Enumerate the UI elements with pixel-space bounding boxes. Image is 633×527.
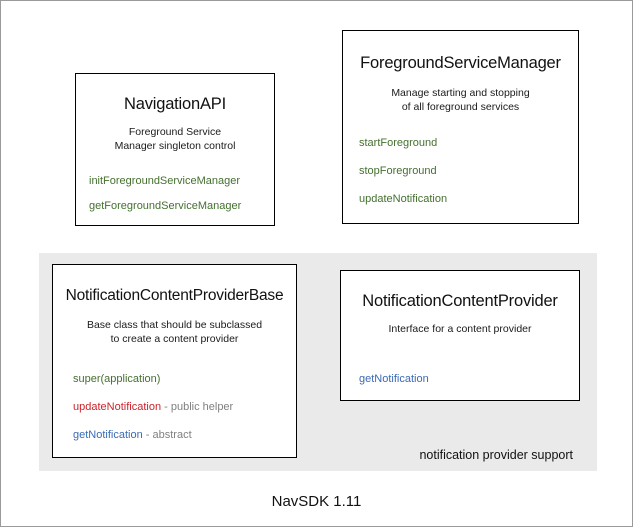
- method-name: updateNotification: [73, 401, 162, 413]
- class-box-navigation-api[interactable]: NavigationAPI Foreground Service Manager…: [75, 73, 275, 226]
- navigation-api-description-line-1: Foreground Service: [128, 126, 222, 138]
- foreground-service-manager-description-line-1: Manage starting and stopping: [391, 87, 530, 99]
- notification-content-provider-description: Interface for a content provider: [341, 323, 579, 337]
- navigation-api-description-line-2: Manager singleton control: [114, 139, 236, 152]
- panel-group-label: notification provider support: [419, 448, 573, 462]
- method-name: initForegroundServiceManager: [89, 175, 241, 187]
- foreground-service-manager-method-1[interactable]: stopForeground: [359, 165, 437, 177]
- notification-content-provider-description-line-1: Interface for a content provider: [388, 323, 532, 335]
- foreground-service-manager-title: ForegroundServiceManager: [360, 54, 561, 72]
- method-name: getForegroundServiceManager: [89, 200, 242, 212]
- footer-version-label: NavSDK 1.11: [271, 493, 362, 510]
- foreground-service-manager-method-0[interactable]: startForeground: [359, 137, 437, 149]
- foreground-service-manager-description-line-2: of all foreground services: [401, 100, 520, 113]
- method-name: getNotification: [73, 429, 143, 441]
- class-box-notification-content-provider[interactable]: NotificationContentProvider Interface fo…: [340, 270, 580, 401]
- method-note: - public helper: [161, 401, 234, 413]
- notification-content-provider-base-method-1[interactable]: updateNotification - public helper: [73, 401, 233, 413]
- method-note: - abstract: [142, 429, 192, 441]
- method-name: updateNotification: [359, 193, 448, 205]
- method-name: startForeground: [359, 137, 438, 149]
- foreground-service-manager-method-2[interactable]: updateNotification: [359, 193, 447, 205]
- class-box-notification-content-provider-base[interactable]: NotificationContentProviderBase Base cla…: [52, 264, 297, 458]
- notification-content-provider-base-method-2[interactable]: getNotification - abstract: [73, 429, 192, 441]
- class-box-foreground-service-manager[interactable]: ForegroundServiceManager Manage starting…: [342, 30, 579, 224]
- navigation-api-method-0[interactable]: initForegroundServiceManager: [89, 175, 240, 187]
- notification-content-provider-base-description-line-2: to create a content provider: [110, 332, 239, 345]
- method-name: super(application): [73, 373, 161, 385]
- navigation-api-title: NavigationAPI: [124, 95, 226, 113]
- foreground-service-manager-description: Manage starting and stopping of all fore…: [343, 87, 578, 114]
- notification-content-provider-base-method-0[interactable]: super(application): [73, 373, 160, 385]
- method-name: getNotification: [359, 373, 429, 385]
- notification-content-provider-method-0[interactable]: getNotification: [359, 373, 429, 385]
- navigation-api-description: Foreground Service Manager singleton con…: [76, 126, 274, 153]
- notification-content-provider-base-description-line-1: Base class that should be subclassed: [86, 319, 263, 331]
- navigation-api-method-1[interactable]: getForegroundServiceManager: [89, 200, 241, 212]
- method-name: stopForeground: [359, 165, 437, 177]
- notification-content-provider-base-description: Base class that should be subclassed to …: [53, 319, 296, 346]
- notification-content-provider-title: NotificationContentProvider: [362, 292, 558, 310]
- notification-content-provider-base-title: NotificationContentProviderBase: [65, 287, 284, 304]
